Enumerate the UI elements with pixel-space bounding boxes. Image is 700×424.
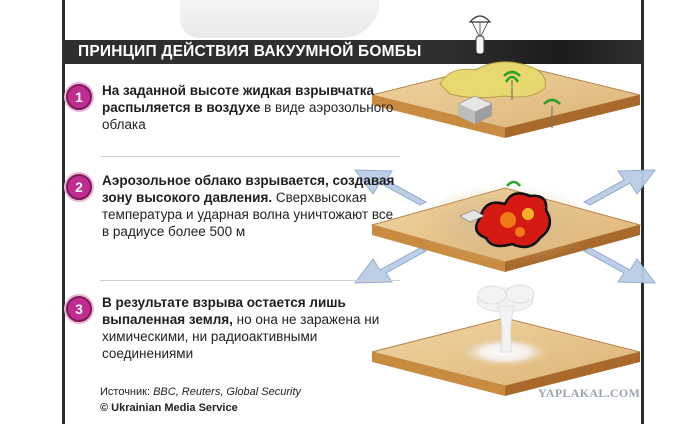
copyright: © Ukrainian Media Service — [100, 402, 238, 414]
divider — [100, 280, 400, 281]
watermark: YAPLAKAL.COM — [538, 386, 641, 400]
step-normal-text: в виде аэрозольного облака — [102, 100, 394, 132]
explosion-icon — [474, 192, 552, 249]
step-text: Аэрозольное облако взрывается, создавая … — [102, 172, 402, 240]
step-number-badge: 1 — [66, 84, 92, 110]
plate-1 — [371, 61, 641, 138]
step-normal-text: но она не заражена ни химическими, ни ра… — [102, 312, 380, 361]
title-bar-edge — [440, 40, 644, 64]
step-number-badge: 3 — [66, 296, 92, 322]
step-text: На заданной высоте жидкая взрывчатка рас… — [102, 82, 402, 133]
plate-3 — [371, 284, 641, 396]
step-text: В результате взрыва остается лишь выпале… — [102, 294, 402, 362]
step-bold-text: В результате взрыва остается лишь выпале… — [102, 295, 346, 327]
source-value: BBC, Reuters, Global Security — [153, 386, 302, 398]
smoke-cloud-icon — [476, 284, 535, 353]
step-bold-text: Аэрозольное облако взрывается, создавая … — [102, 173, 395, 205]
step-normal-text: Сверхвысокая температура и ударная волна… — [102, 190, 394, 239]
parachute-bomb-icon — [468, 15, 492, 55]
step-number-badge: 2 — [66, 174, 92, 200]
plate-2 — [353, 169, 657, 284]
source-credit: Источник: BBC, Reuters, Global Security — [100, 386, 301, 398]
shockwave-arrows-icon — [353, 169, 657, 284]
page-title: ПРИНЦИП ДЕЙСТВИЯ ВАКУУМНОЙ БОМБЫ — [78, 43, 422, 60]
source-label: Источник: — [100, 386, 154, 398]
divider — [100, 156, 400, 157]
step-bold-text: На заданной высоте жидкая взрывчатка рас… — [102, 83, 374, 115]
top-decoration — [180, 0, 380, 38]
